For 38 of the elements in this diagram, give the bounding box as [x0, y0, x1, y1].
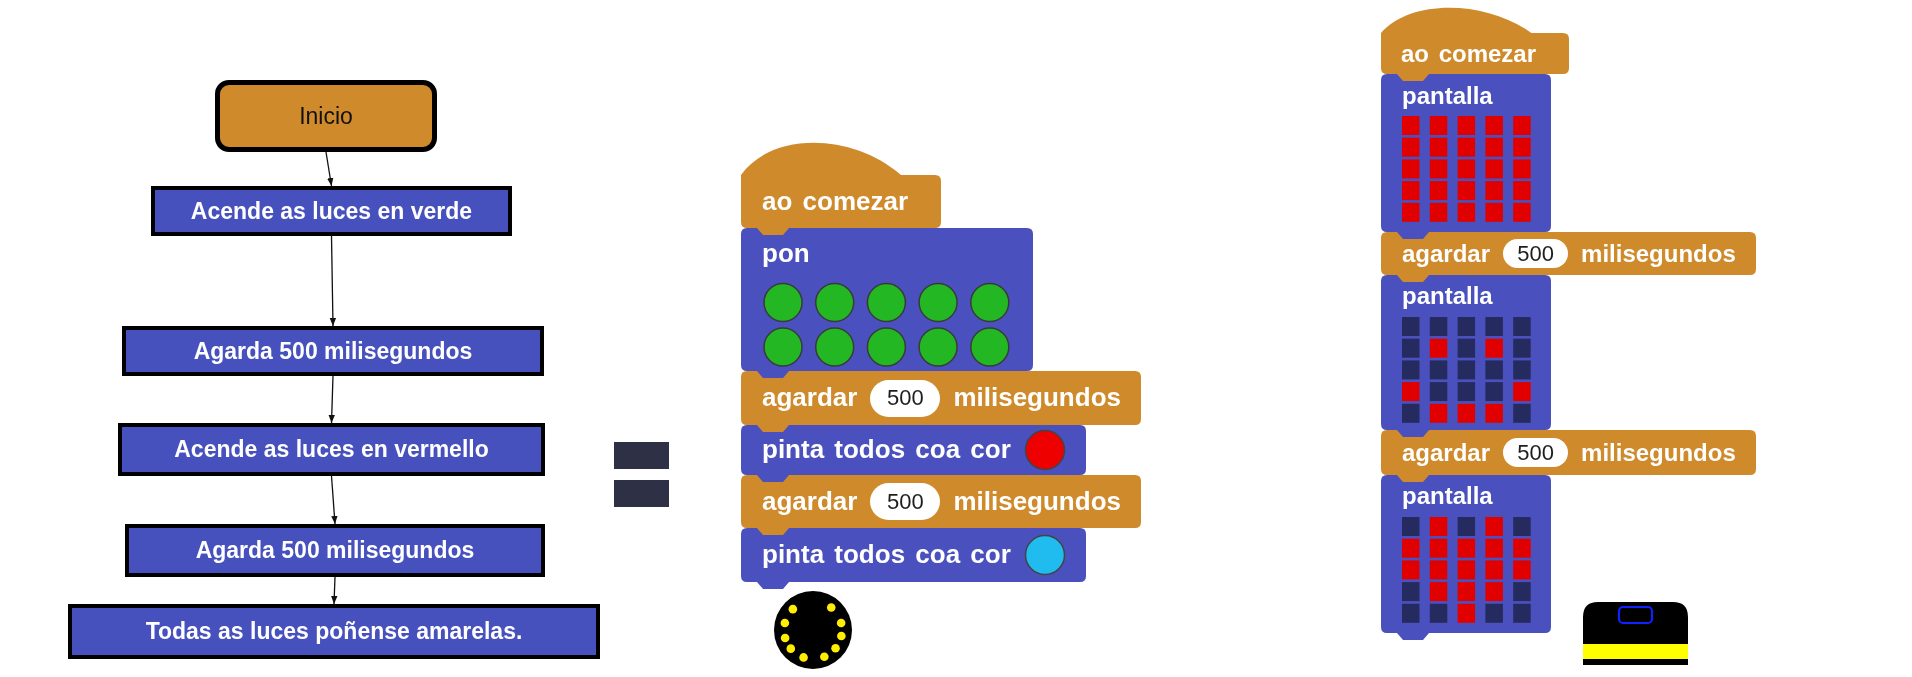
block-label: pinta todos coa cor: [762, 435, 1011, 465]
process-box: Acende as luces en verde: [151, 186, 512, 236]
code-block: [741, 528, 1086, 589]
process-box: Acende as luces en vermello: [118, 423, 545, 476]
block-label: pantalla: [1402, 282, 1493, 310]
block-label: ao comezar: [1401, 39, 1537, 68]
code-block: [1381, 430, 1756, 482]
block-label: ao comezar: [762, 186, 909, 217]
block-label: pantalla: [1402, 82, 1493, 110]
number-field: 500: [1503, 438, 1569, 467]
code-block: [1381, 232, 1756, 282]
arrow: [328, 375, 335, 424]
code-block: [1381, 475, 1551, 640]
hat-block: [1381, 7, 1569, 81]
block-label: agardar: [1402, 239, 1491, 268]
process-box: Todas as luces poñense amarelas.: [68, 604, 600, 659]
hat-block: [741, 142, 941, 235]
process-box: Agarda 500 milisegundos: [125, 524, 545, 577]
block-label: pantalla: [1402, 482, 1493, 510]
code-block: [1381, 74, 1551, 239]
arrow: [331, 576, 338, 605]
block-label: milisegundos: [953, 383, 1121, 413]
number-field: 500: [1503, 239, 1569, 268]
code-block: [1381, 275, 1551, 437]
code-block: [741, 228, 1033, 378]
block-label: pon: [762, 239, 810, 269]
block-label: agardar: [1402, 438, 1491, 467]
block-label: agardar: [762, 486, 858, 517]
block-label: milisegundos: [953, 486, 1121, 517]
arrow: [330, 475, 338, 525]
arrow: [329, 235, 337, 327]
arrow: [325, 151, 334, 187]
process-box: Agarda 500 milisegundos: [122, 326, 544, 376]
block-label: milisegundos: [1581, 239, 1736, 268]
block-label: agardar: [762, 383, 858, 413]
block-label: pinta todos coa cor: [762, 540, 1011, 570]
block-label: milisegundos: [1581, 438, 1736, 467]
start-box: Inicio: [215, 80, 437, 152]
